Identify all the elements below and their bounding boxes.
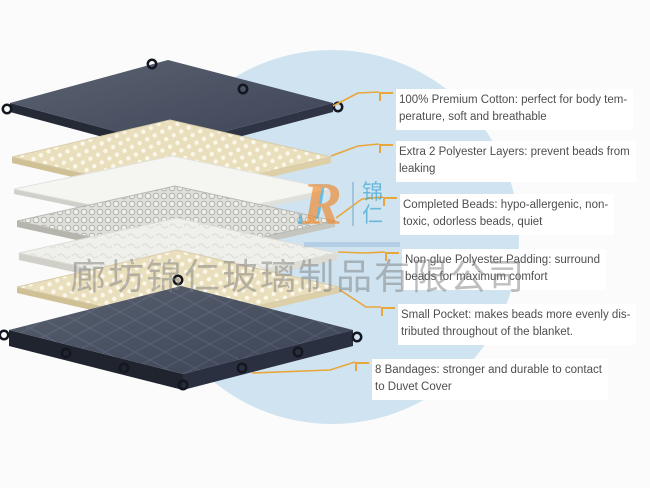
leader-polyester-layers: [330, 143, 380, 157]
leader-premium-cotton: [332, 91, 380, 107]
exploded-blanket: [0, 58, 363, 391]
callout-bracket: [385, 252, 399, 261]
callout-bandages: 8 Bandages: stronger and durable to cont…: [355, 359, 608, 400]
callout-text-line: Non-glue Polyester Padding: surround: [405, 254, 600, 266]
bandage-loops: [0, 274, 363, 391]
callout-completed-beads: Completed Beads: hypo-allergenic, non- t…: [383, 194, 615, 235]
leader-completed-beads: [335, 196, 384, 219]
callout-premium-cotton: 100% Premium Cotton: perfect for body te…: [379, 89, 634, 130]
callout-text-line: leaking: [399, 163, 436, 175]
callout-text-line: tributed throughout of the blanket.: [401, 326, 573, 338]
callout-polyester-padding: Non-glue Polyester Padding: surround bea…: [385, 249, 606, 290]
callout-bracket: [383, 197, 397, 206]
callout-polyester-layers: Extra 2 Polyester Layers: prevent beads …: [379, 141, 636, 182]
leader-small-pocket: [339, 289, 381, 308]
callout-bracket: [379, 144, 393, 153]
callout-text-line: Completed Beads: hypo-allergenic, non-: [403, 199, 609, 211]
callout-text-line: Extra 2 Polyester Layers: prevent beads …: [399, 146, 630, 158]
callout-text-line: 8 Bandages: stronger and durable to cont…: [375, 364, 602, 376]
callout-bracket: [355, 362, 369, 371]
callout-text-line: 100% Premium Cotton: perfect for body te…: [399, 94, 628, 106]
leader-bandages: [251, 361, 356, 374]
layer-bottom-cover: [0, 274, 363, 391]
callout-text-line: toxic, odorless beads, quiet: [403, 216, 543, 228]
leader-lines: [251, 91, 386, 374]
leader-polyester-padding: [337, 251, 386, 254]
callout-text-line: perature, soft and breathable: [399, 111, 547, 123]
callout-text-line: Small Pocket: makes beads more evenly di…: [401, 309, 631, 321]
callout-bracket: [381, 307, 395, 316]
callout-text-line: to Duvet Cover: [375, 381, 452, 393]
callout-text-line: beads for maximum comfort: [405, 271, 548, 283]
callout-small-pocket: Small Pocket: makes beads more evenly di…: [381, 304, 637, 345]
callout-bracket: [379, 92, 393, 101]
